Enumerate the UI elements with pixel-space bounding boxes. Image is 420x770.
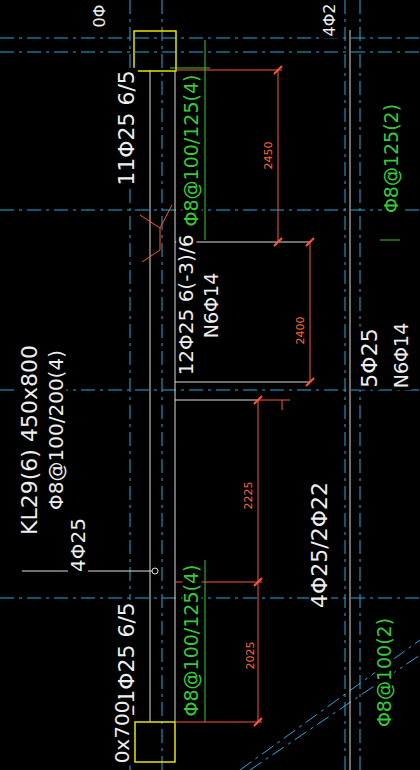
dimension: 2025	[245, 639, 256, 671]
stirrup-label: Φ8@125(2)	[382, 101, 401, 214]
dimension: 2400	[295, 314, 306, 346]
rebar-label: N6Φ14	[393, 320, 412, 389]
rebar-label: 11Φ25 6/5	[116, 68, 138, 188]
dimension: 2225	[243, 479, 254, 511]
note-text: 0Φ	[92, 3, 108, 30]
stirrup-label: Φ8@100(2)	[375, 615, 394, 728]
rebar-label: 4Φ25/2Φ22	[309, 480, 331, 610]
note-text: 0x700	[112, 699, 132, 766]
stirrup-label: Φ8@100/200(4)	[46, 348, 66, 512]
stirrup-label: Φ8@100/125(4)	[182, 562, 201, 718]
dimension: 2450	[263, 139, 274, 171]
note-text: 4Φ2	[322, 2, 338, 39]
rebar-label: 4Φ25	[68, 516, 88, 574]
stirrup-label: Φ8@100/125(4)	[182, 72, 201, 228]
rebar-label: 12Φ25 6(-3)/6	[176, 233, 196, 378]
rebar-label: 5Φ25	[359, 326, 381, 389]
rebar-label: N6Φ14	[203, 270, 222, 339]
beam-label: KL29(6) 450x800	[19, 343, 41, 537]
